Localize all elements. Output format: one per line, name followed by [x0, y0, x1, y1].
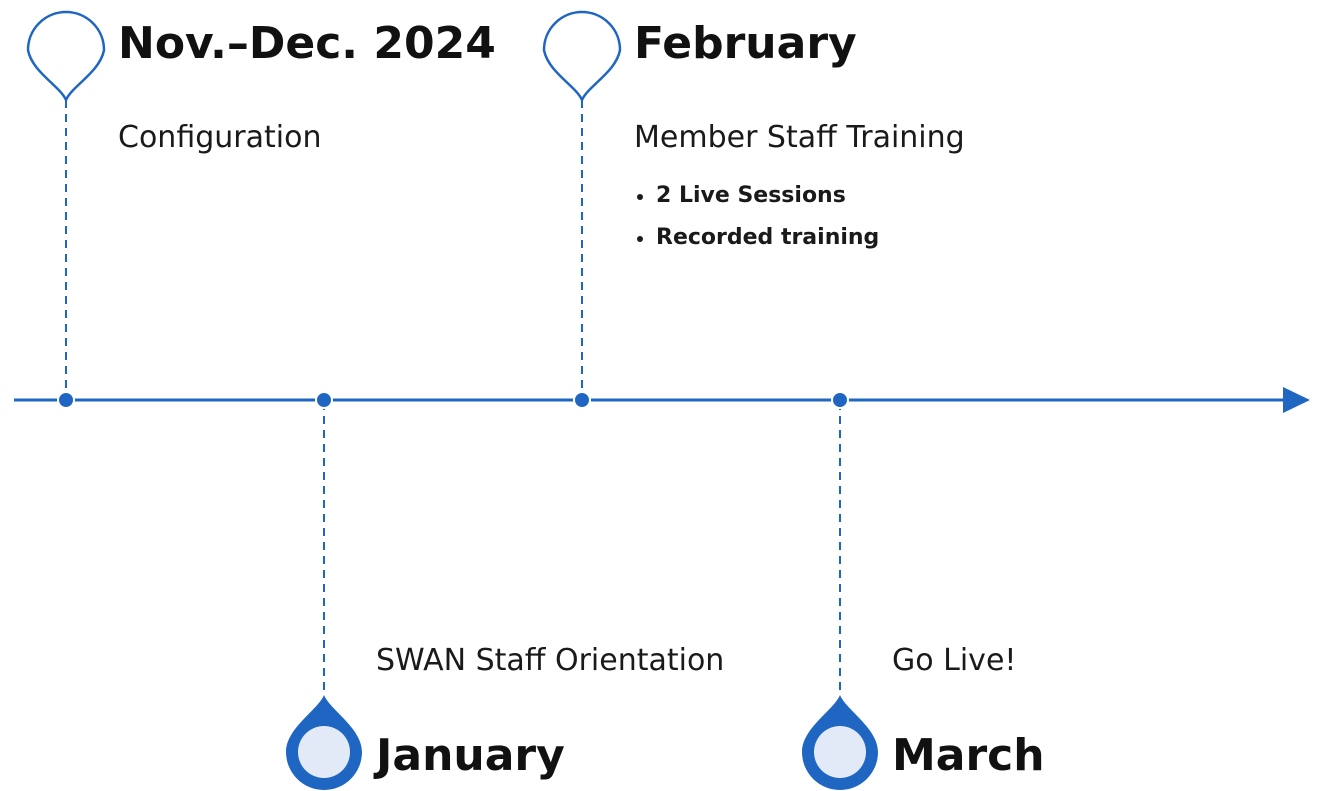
milestone-dot-nov-dec	[57, 391, 75, 409]
location-pin-icon-february	[542, 10, 622, 102]
milestone-description-nov-dec: Configuration	[118, 120, 322, 155]
drop-pin-inner-january	[298, 726, 350, 778]
milestone-heading-january: January	[376, 730, 565, 781]
bullet-item: 2 Live Sessions	[634, 185, 879, 207]
milestone-dot-february	[573, 391, 591, 409]
location-pin-icon-nov-dec	[26, 10, 106, 102]
milestone-dot-january	[315, 391, 333, 409]
milestone-description-march: Go Live!	[892, 643, 1017, 678]
milestone-heading-february: February	[634, 18, 857, 69]
timeline-arrowhead	[1283, 387, 1310, 413]
milestone-bullet-list-february: 2 Live Sessions Recorded training	[634, 185, 879, 269]
milestone-heading-nov-dec: Nov.–Dec. 2024	[118, 18, 496, 69]
milestone-description-january: SWAN Staff Orientation	[376, 643, 725, 678]
milestone-heading-march: March	[892, 730, 1045, 781]
milestone-description-february: Member Staff Training	[634, 120, 965, 155]
milestone-dot-march	[831, 391, 849, 409]
bullet-item: Recorded training	[634, 227, 879, 249]
drop-pin-inner-march	[814, 726, 866, 778]
